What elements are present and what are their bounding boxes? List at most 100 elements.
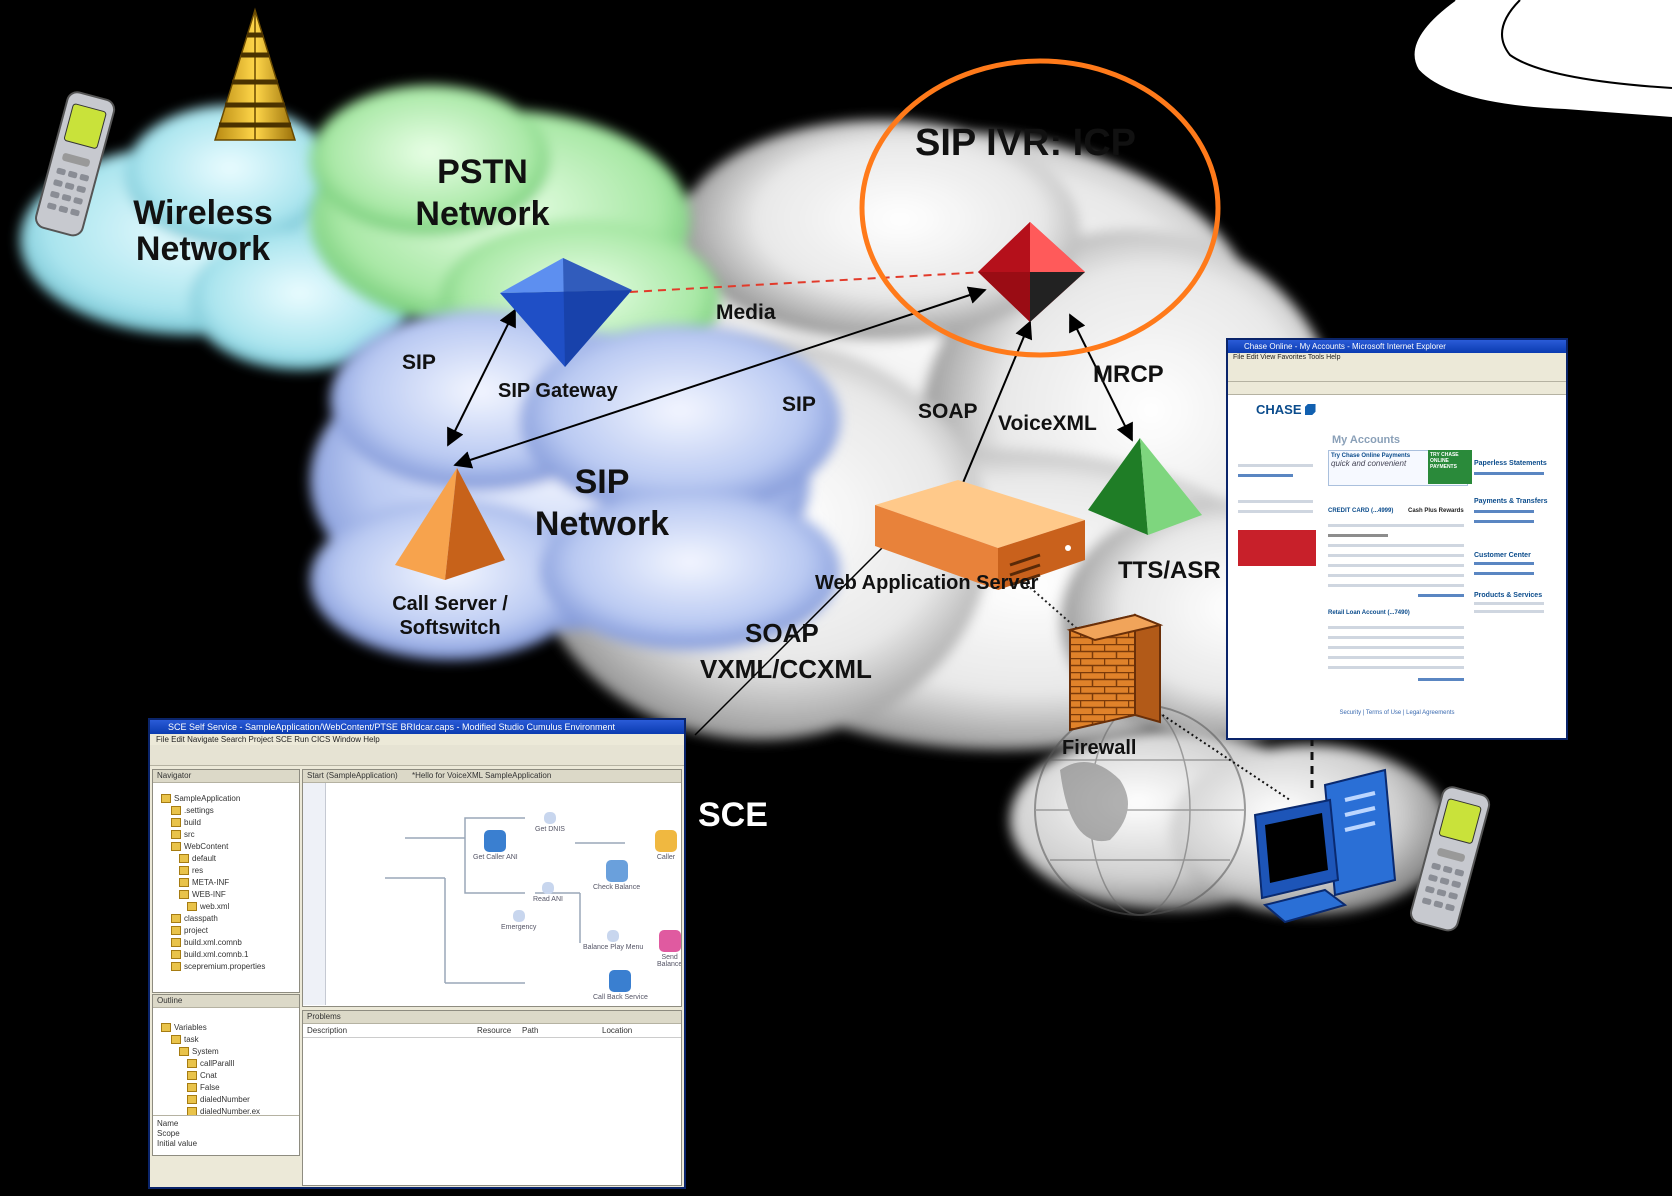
flow-node[interactable]: Send Balance [657,930,681,968]
flow-node[interactable]: Call Back Service [593,970,648,1001]
tree-item[interactable]: META-INF [161,877,299,889]
sce-soap-label: SOAP [745,618,819,648]
call-server-icon [395,468,505,580]
outline-item[interactable]: dialedNumber [161,1094,299,1106]
right-head: Customer Center [1474,552,1531,559]
section-title: Retail Loan Account (...7490) [1328,610,1410,616]
prop-scope-label: Scope [157,1129,180,1138]
section-title: Cash Plus Rewards [1408,508,1464,514]
web-browser-window: Chase Online - My Accounts - Microsoft I… [1226,338,1568,740]
sce-link-line [694,539,891,736]
problems-header: Description Resource Path Location [303,1024,681,1038]
soap-label: SOAP [918,400,978,423]
flow-node[interactable]: Emergency [501,910,536,931]
navigator-title: Navigator [153,770,299,783]
address-bar[interactable] [1228,382,1566,395]
firewall-icon [1066,613,1164,732]
tree-item[interactable]: build [161,817,299,829]
tree-item[interactable]: .settings [161,805,299,817]
canvas-tabs: Start (SampleApplication) *Hello for Voi… [303,770,681,783]
sce-app-window: SCE Self Service - SampleApplication/Web… [148,718,686,1189]
tree-item[interactable]: WebContent [161,841,299,853]
mobile-phone-icon [35,91,116,237]
flow-node[interactable]: Read ANI [533,882,563,903]
promo-button[interactable]: TRY CHASE ONLINE PAYMENTS [1428,450,1472,484]
sce-menu-bar: File Edit Navigate Search Project SCE Ru… [150,734,684,745]
navigator-pane: Navigator SampleApplication .settings bu… [152,769,300,993]
media-label: Media [716,301,776,324]
ivr-server-icon [978,222,1085,322]
flow-node[interactable]: Get Caller ANI [473,830,518,861]
page-heading: My Accounts [1332,434,1401,446]
wireless-network-label: Wireless Network [133,194,273,268]
sip-gateway-label: SIP Gateway [498,380,618,402]
properties-panel: Name Scope Initial value [153,1115,299,1149]
tree-item[interactable]: build.xml.comnb [161,937,299,949]
palette-bar [303,783,326,1005]
outline-pane: Outline Variables task System callParall… [152,994,300,1156]
tts-asr-icon [1088,438,1202,535]
outline-item[interactable]: callParalll [161,1058,299,1070]
desktop-computer-icon [1253,768,1397,924]
outline-item[interactable]: Variables [161,1022,299,1034]
outline-item[interactable]: System [161,1046,299,1058]
call-server-label: Call Server / Softswitch [392,593,508,639]
tree-item[interactable]: web.xml [161,901,299,913]
outline-item[interactable]: False [161,1082,299,1094]
sce-toolbar [150,745,684,766]
web-app-server-icon [875,480,1085,590]
sip-label-left: SIP [402,351,436,374]
mobile-phone-icon-right [1410,786,1491,932]
cell-tower-icon [213,7,297,141]
sip-link-callserver-ivr [453,286,987,469]
flow-diagram [385,817,625,984]
tab-hello[interactable]: *Hello for VoiceXML SampleApplication [411,771,552,780]
tts-asr-label: TTS/ASR [1118,557,1221,584]
outline-title: Outline [153,995,299,1008]
flow-node[interactable]: Check Balance [593,860,640,891]
tree-item[interactable]: src [161,829,299,841]
right-head: Products & Services [1474,592,1543,599]
tree-item[interactable]: classpath [161,913,299,925]
ivr-highlight-ellipse [859,58,1221,358]
outline-item[interactable]: Cnat [161,1070,299,1082]
sip-gateway-icon [500,258,632,367]
mrcp-label: MRCP [1093,361,1164,388]
mrcp-link-ivr-tts [1069,313,1133,442]
pstn-network-label: PSTN Network [415,153,550,233]
sce-label: SCE [698,796,768,834]
browser-title: Chase Online - My Accounts - Microsoft I… [1228,340,1566,353]
chase-logo: CHASE [1256,402,1316,417]
browser-toolbar [1228,363,1566,382]
prop-initial-label: Initial value [157,1139,198,1148]
server-firewall-dotted [984,547,1091,641]
ad-banner [1238,530,1316,566]
tree-item[interactable]: SampleApplication [161,793,299,805]
flow-node[interactable]: Get DNIS [535,812,565,833]
sip-label-center: SIP [782,393,816,416]
web-app-server-label: Web Application Server [815,572,1039,594]
problems-pane: Problems Description Resource Path Locat… [302,1010,682,1186]
globe-icon [1034,704,1246,916]
sce-window-title: SCE Self Service - SampleApplication/Web… [150,720,684,734]
flow-node[interactable]: Balance Play Menu [583,930,643,951]
tree-item[interactable]: project [161,925,299,937]
flow-node[interactable]: Caller [655,830,677,861]
sip-ivr-title: SIP IVR: ICP [915,122,1137,164]
outline-item[interactable]: task [161,1034,299,1046]
tree-item[interactable]: default [161,853,299,865]
tree-item[interactable]: scepremium.properties [161,961,299,973]
firewall-label: Firewall [1062,737,1137,759]
firewall-pc-dotted [1124,689,1291,801]
outline-tree: Variables task System callParalll Cnat F… [153,1008,299,1118]
flow-canvas-pane: Start (SampleApplication) *Hello for Voi… [302,769,682,1007]
tree-item[interactable]: WEB-INF [161,889,299,901]
navigator-tree: SampleApplication .settings build src We… [153,783,299,973]
tree-item[interactable]: build.xml.comnb.1 [161,949,299,961]
tree-item[interactable]: res [161,865,299,877]
browser-footer: Security | Terms of Use | Legal Agreemen… [1339,710,1455,716]
problems-title: Problems [303,1011,681,1024]
tab-start[interactable]: Start (SampleApplication) [307,771,398,780]
